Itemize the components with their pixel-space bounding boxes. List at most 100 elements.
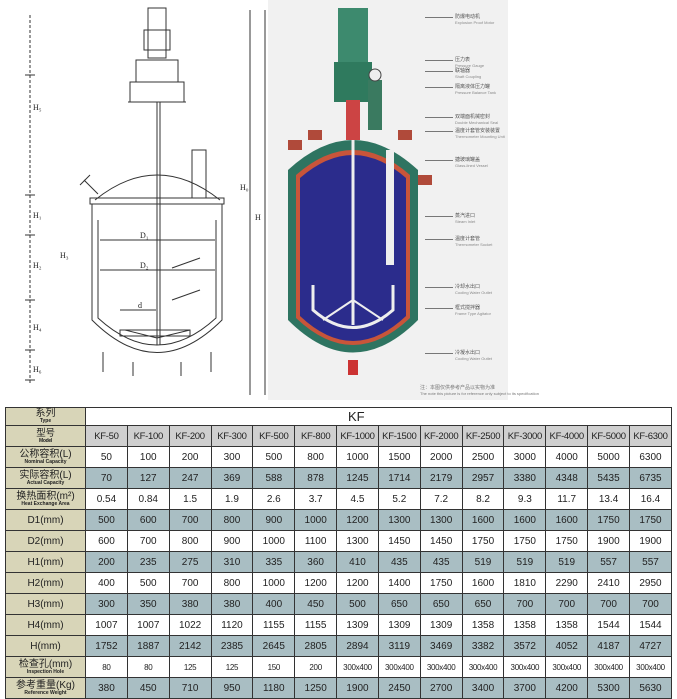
table-cell: 369 [210,467,254,489]
model-cell: KF-50 [85,425,128,447]
row-label: 检查孔(mm)Inspection Hole [5,656,86,678]
table-cell: 1.5 [168,488,212,510]
table-cell: 2290 [545,572,589,594]
table-cell: 1544 [628,614,673,636]
table-cell: 519 [461,551,505,573]
table-cell: 1358 [503,614,547,636]
table-cell: 1450 [377,530,421,552]
table-cell: 1714 [377,467,421,489]
table-cell: 3000 [503,446,547,468]
table-cell: 2385 [210,635,254,657]
table-cell: 500 [85,509,128,531]
table-cell: 300x400 [461,656,505,678]
table-cell: 1750 [545,530,589,552]
table-cell: 557 [628,551,673,573]
table-cell: 2957 [461,467,505,489]
table-cell: 650 [377,593,421,615]
row-label: D1(mm) [5,509,86,531]
model-cell: KF-5000 [587,425,630,447]
reactor-photo [268,0,508,400]
table-cell: 600 [126,509,170,531]
row-label: H1(mm) [5,551,86,573]
table-cell: 16.4 [628,488,673,510]
table-cell: 2.6 [252,488,296,510]
table-cell: 3.7 [294,488,338,510]
table-cell: 1155 [252,614,296,636]
table-cell: 2645 [252,635,296,657]
table-cell: 300x400 [419,656,463,678]
table-cell: 100 [126,446,170,468]
table-cell: 2179 [419,467,463,489]
table-cell: 247 [168,467,212,489]
table-cell: 2805 [294,635,338,657]
table-cell: 380 [210,593,254,615]
table-cell: 700 [628,593,673,615]
table-cell: 6735 [628,467,673,489]
table-cell: 650 [419,593,463,615]
dim-h6: H₆ [33,365,42,374]
model-cell: KF-800 [294,425,338,447]
table-cell: 7.2 [419,488,463,510]
table-cell: 1000 [294,509,338,531]
table-cell: 1007 [126,614,170,636]
table-cell: 4052 [545,635,589,657]
table-cell: 4000 [545,446,589,468]
table-cell: 70 [85,467,128,489]
table-cell: 1309 [419,614,463,636]
table-cell: 900 [252,509,296,531]
table-cell: 1022 [168,614,212,636]
table-cell: 800 [294,446,338,468]
table-cell: 900 [210,530,254,552]
table-cell: 5.2 [377,488,421,510]
row-label: D2(mm) [5,530,86,552]
model-cell: KF-1500 [377,425,421,447]
table-cell: 700 [545,593,589,615]
table-cell: 2894 [336,635,379,657]
table-cell: 3380 [503,467,547,489]
table-cell: 700 [168,572,212,594]
table-cell: 650 [461,593,505,615]
dim-h2: H₂ [33,261,42,270]
table-cell: 200 [168,446,212,468]
table-cell: 435 [419,551,463,573]
table-cell: 4.5 [336,488,379,510]
table-cell: 1358 [545,614,589,636]
table-cell: 6300 [628,446,673,468]
table-cell: 5000 [587,446,630,468]
model-cell: KF-2500 [461,425,505,447]
table-cell: 557 [587,551,630,573]
table-cell: 800 [210,572,254,594]
table-cell: 1600 [503,509,547,531]
series-value: KF [85,407,672,426]
table-cell: 1120 [210,614,254,636]
table-cell: 1309 [336,614,379,636]
table-cell: 400 [85,572,128,594]
table-cell: 360 [294,551,338,573]
table-cell: 1000 [252,530,296,552]
row-label: H2(mm) [5,572,86,594]
table-cell: 200 [85,551,128,573]
table-cell: 127 [126,467,170,489]
table-cell: 300x400 [628,656,673,678]
table-cell: 588 [252,467,296,489]
model-cell: KF-6300 [628,425,673,447]
table-cell: 1750 [587,509,630,531]
table-cell: 519 [503,551,547,573]
table-cell: 1300 [419,509,463,531]
table-cell: 1000 [336,446,379,468]
table-cell: 500 [336,593,379,615]
